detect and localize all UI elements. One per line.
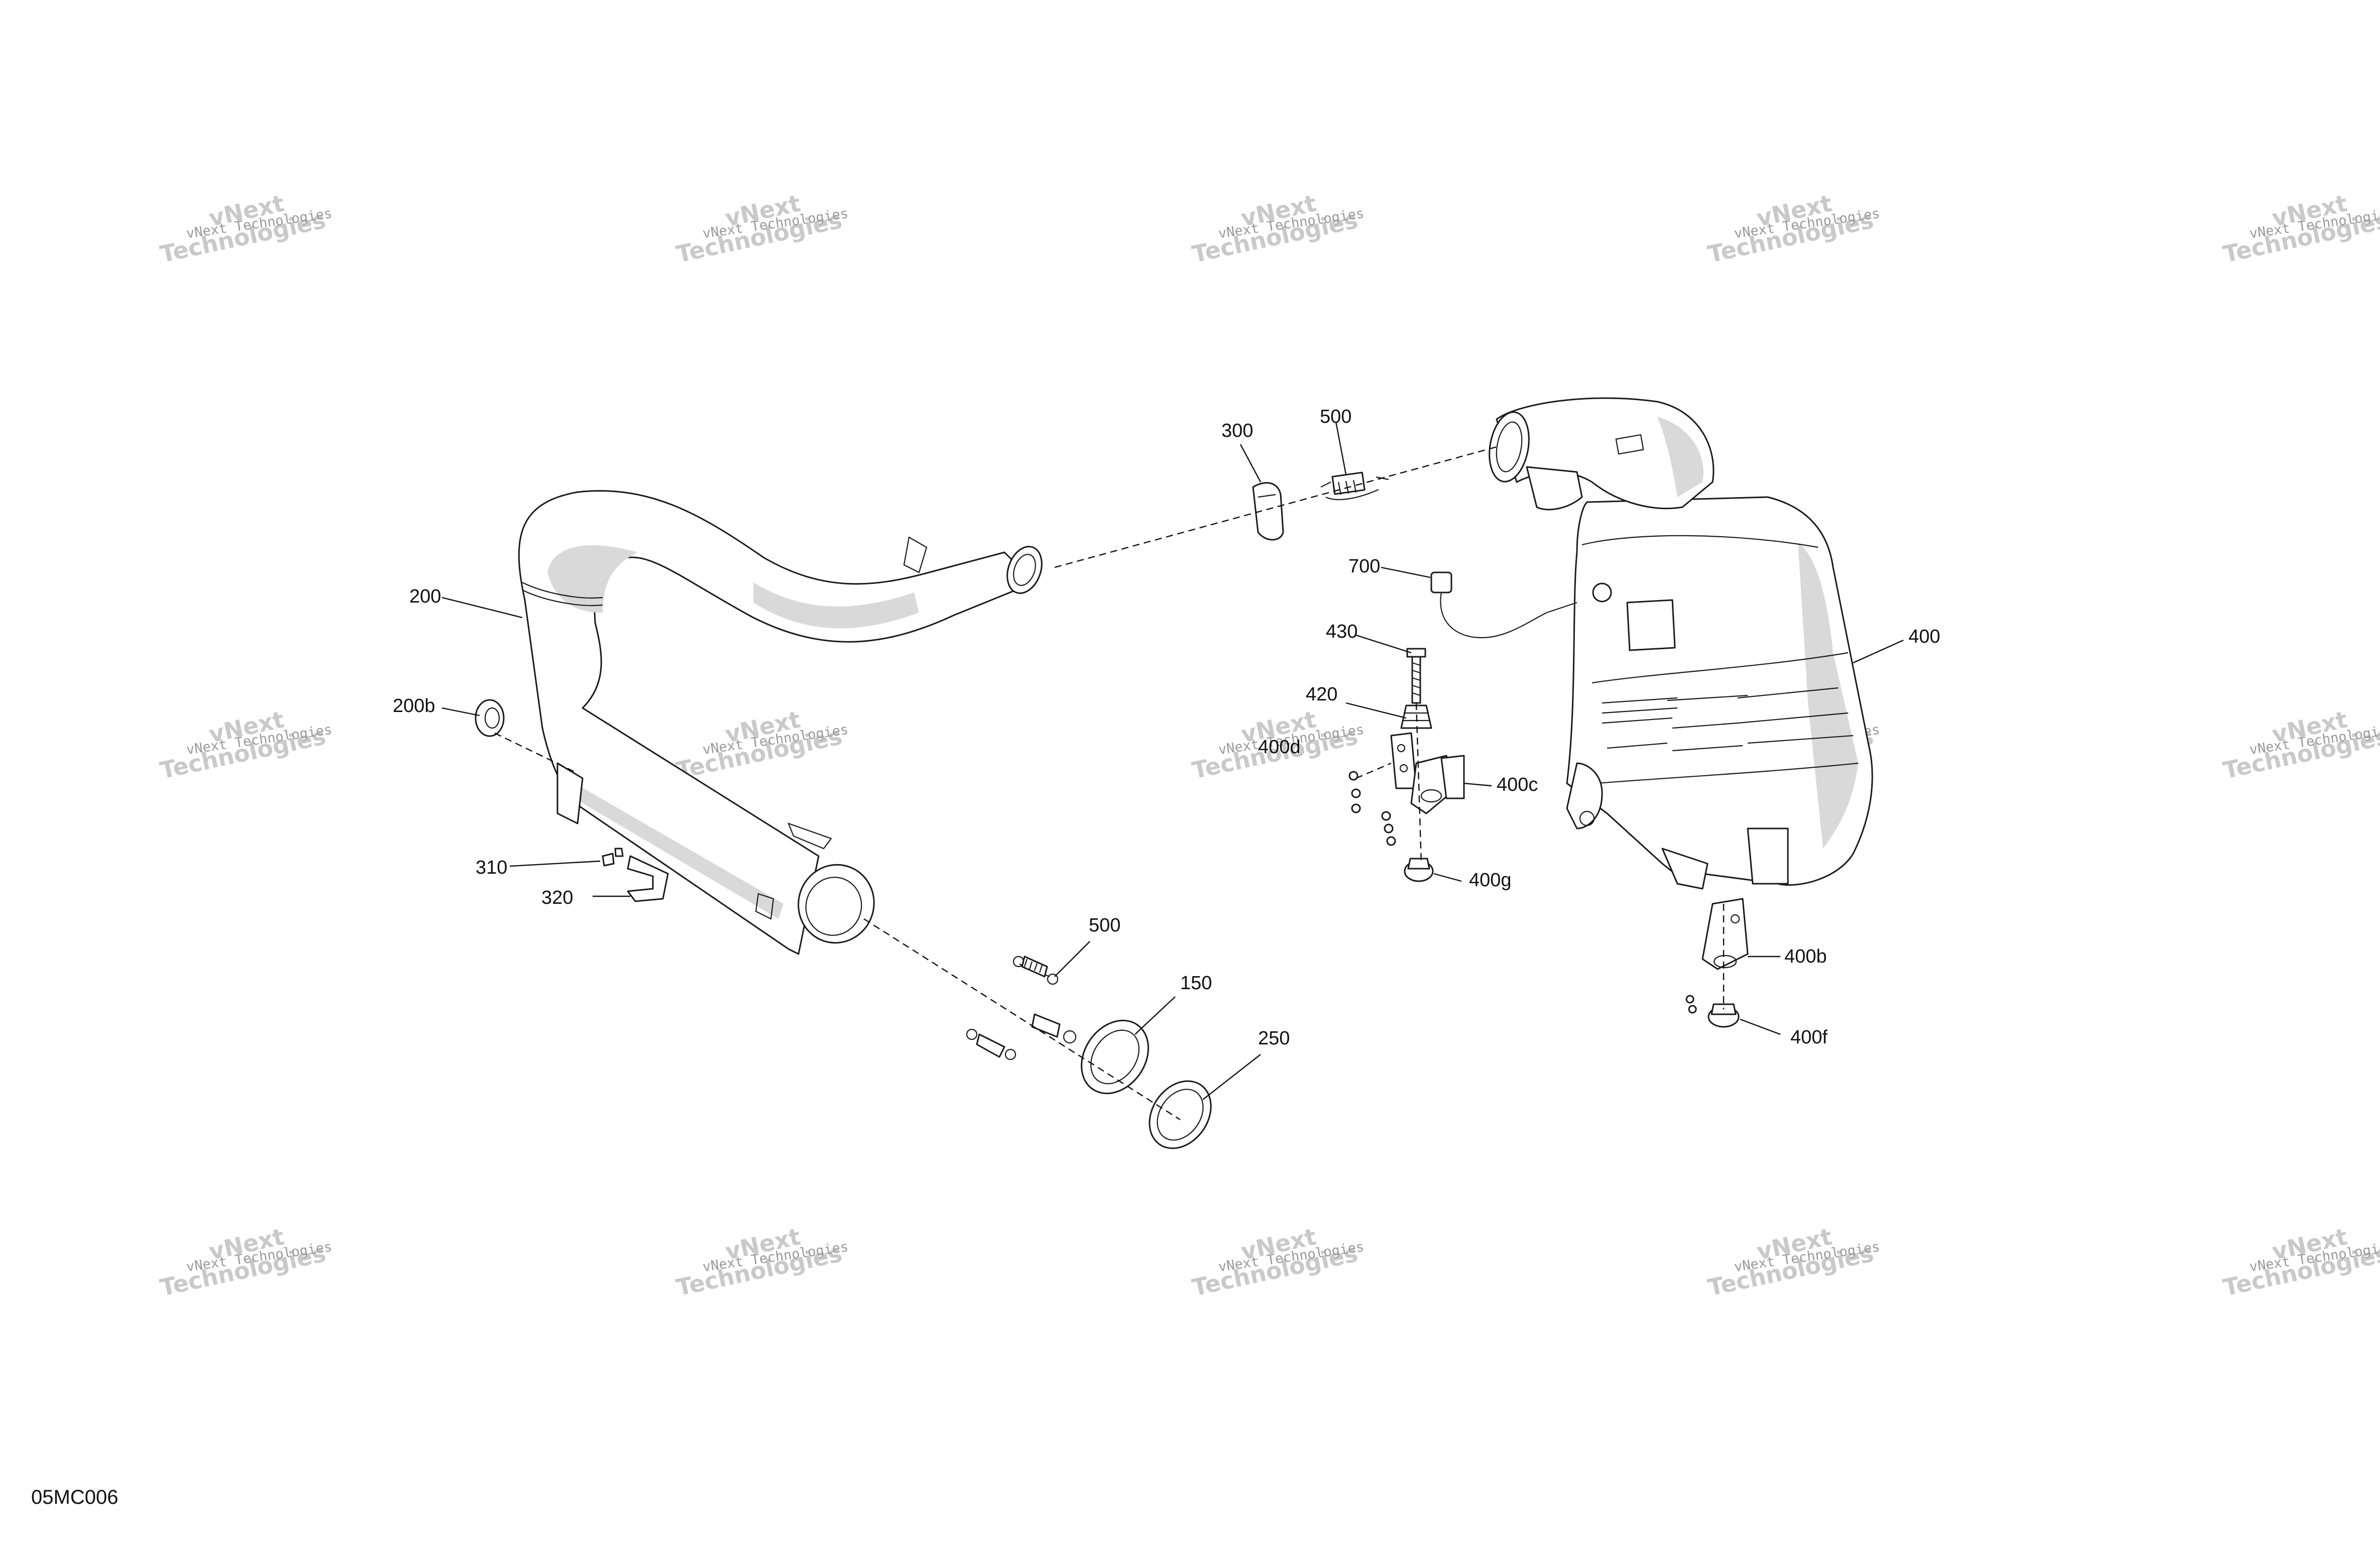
- callout-400b: 400b: [1784, 946, 1827, 967]
- part-150-ring: [1081, 1019, 1149, 1095]
- callout-500-upper: 500: [1320, 406, 1351, 427]
- callout-150: 150: [1180, 973, 1212, 994]
- watermark-layer: Technologies vNext vNext Technologies: [1706, 190, 1881, 268]
- watermark-layer: Technologies vNext vNext Technologies: [674, 190, 849, 268]
- watermark-layer: Technologies vNext vNext Technologies: [158, 190, 333, 268]
- callout-420: 420: [1306, 684, 1337, 705]
- part-310-bolt: [602, 848, 624, 867]
- watermark-layer: Technologies vNext vNext Technologies: [2221, 706, 2380, 784]
- part-430-bolt: [1406, 648, 1426, 704]
- watermark-layer: Technologies vNext vNext Technologies: [1190, 1223, 1365, 1301]
- callout-430: 430: [1326, 621, 1357, 642]
- part-400g-bumper: [1404, 858, 1434, 882]
- assembly-lines: [494, 446, 1725, 1121]
- part-320-bracket: [627, 855, 669, 902]
- part-400c-bracket: [1410, 755, 1465, 814]
- part-200b-grommet: [475, 699, 505, 737]
- callout-700: 700: [1348, 556, 1380, 577]
- watermark-layer: Technologies vNext vNext Technologies: [1190, 190, 1365, 268]
- callout-250: 250: [1258, 1028, 1290, 1049]
- callout-400g: 400g: [1469, 870, 1512, 891]
- callout-500-lower: 500: [1089, 915, 1120, 936]
- muffler: [1489, 397, 1873, 890]
- part-250-ring: [1149, 1080, 1212, 1149]
- callout-400: 400: [1908, 626, 1940, 647]
- watermark-layer: Technologies vNext vNext Technologies: [2221, 1223, 2380, 1301]
- callout-labels: 200 200b 310 320 300 500 700 430 420 400…: [393, 406, 1940, 1049]
- callout-400c: 400c: [1497, 774, 1538, 795]
- small-screws: [1348, 771, 1697, 1014]
- callout-200: 200: [409, 586, 441, 607]
- watermark-layer: Technologies vNext vNext Technologies: [158, 1223, 333, 1301]
- callout-400f: 400f: [1790, 1027, 1828, 1048]
- watermark-layer: Technologies vNext vNext Technologies: [674, 706, 849, 784]
- callout-320: 320: [541, 887, 573, 908]
- part-500-spring-upper: [1320, 471, 1389, 501]
- part-400f-bumper: [1708, 1003, 1740, 1028]
- part-500-spring-lower: [966, 956, 1077, 1060]
- leader-lines: [441, 421, 1904, 1100]
- watermark-layer: Technologies vNext vNext Technologies: [2221, 190, 2380, 268]
- watermark-layer: Technologies vNext vNext Technologies: [1706, 1223, 1881, 1301]
- watermark-layer: Technologies vNext vNext Technologies: [674, 1223, 849, 1301]
- exhaust-pipe: [518, 490, 1043, 955]
- part-400d-bracket: [1390, 732, 1417, 789]
- part-400b-bracket: [1702, 898, 1749, 970]
- callout-200b: 200b: [393, 695, 435, 717]
- callout-300: 300: [1221, 420, 1253, 441]
- watermark-layer: Technologies vNext vNext Technologies: [158, 706, 333, 784]
- callout-310: 310: [476, 857, 507, 878]
- part-300-gasket: [1252, 482, 1284, 541]
- figure-code: 05MC006: [31, 1486, 119, 1508]
- callout-400d: 400d: [1258, 737, 1301, 758]
- part-700-sensor: [1430, 571, 1612, 639]
